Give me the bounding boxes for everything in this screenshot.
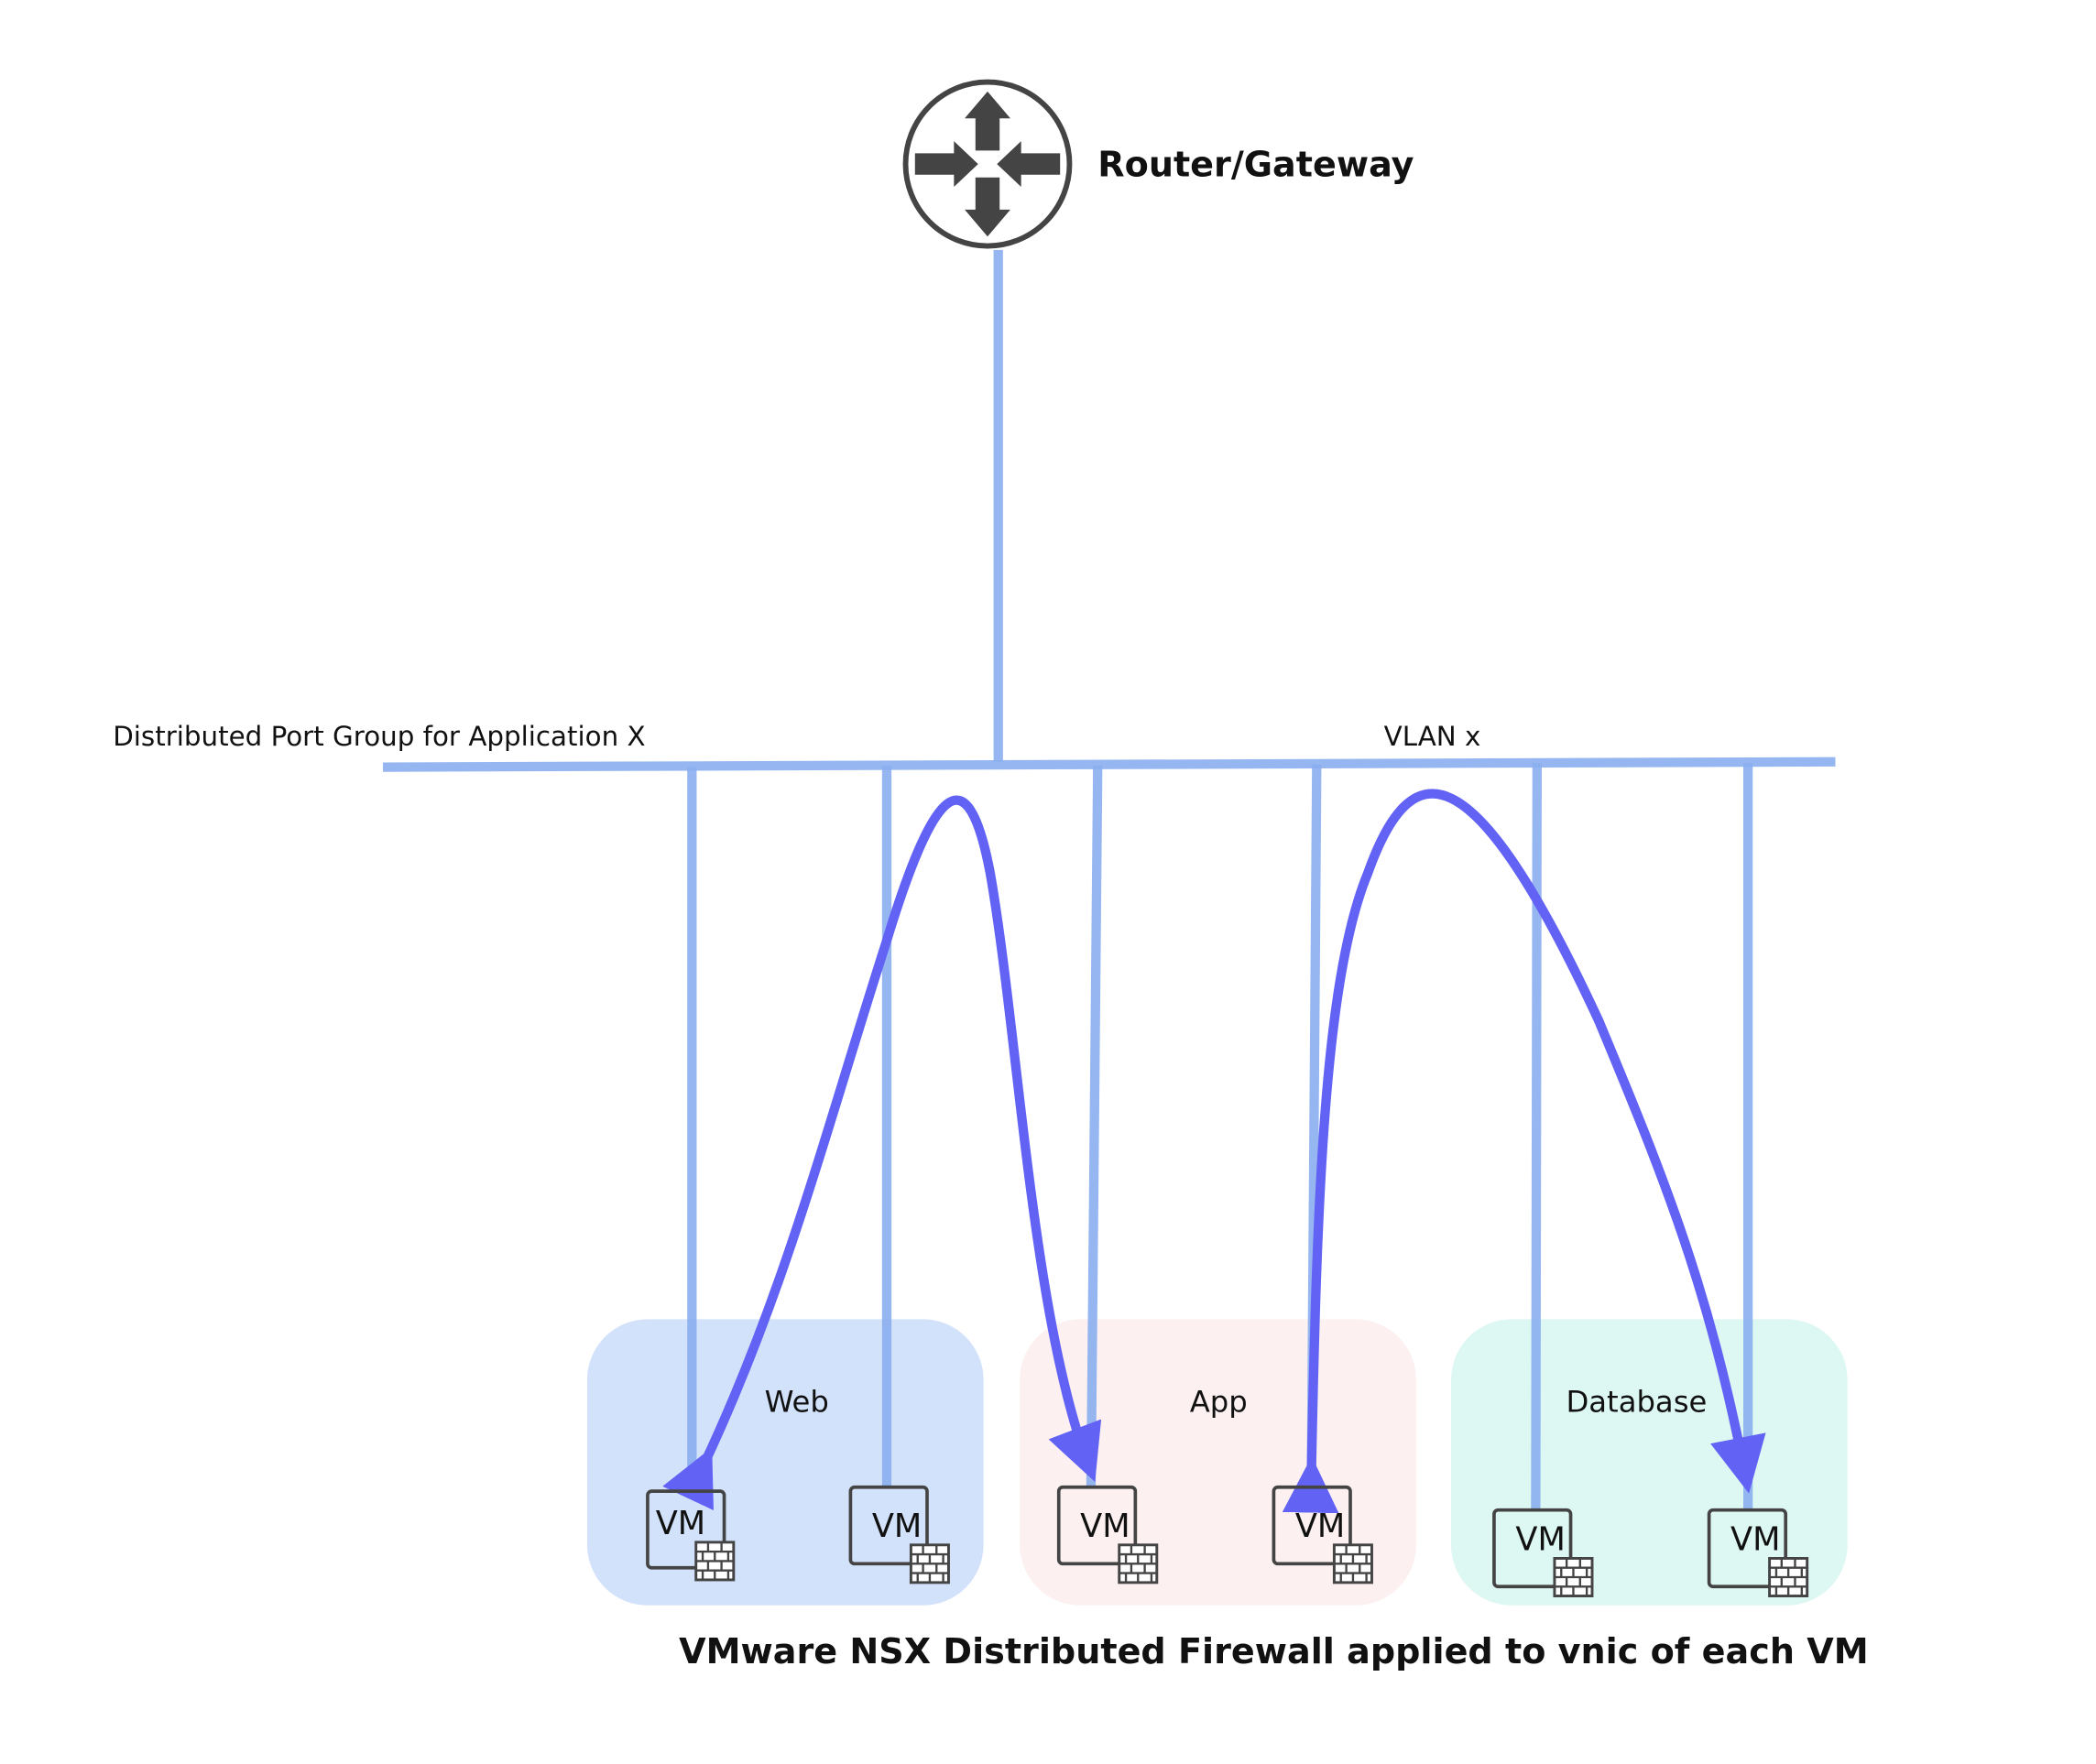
vm-link bbox=[1531, 763, 1542, 1510]
vm-link bbox=[1086, 766, 1103, 1487]
vm-label: VM bbox=[1295, 1508, 1345, 1545]
firewall-icon bbox=[694, 1541, 736, 1582]
group-label-database: Database bbox=[1566, 1385, 1707, 1420]
router-label: Router/Gateway bbox=[1097, 144, 1414, 184]
port-group-label: Distributed Port Group for Application X bbox=[113, 721, 645, 752]
firewall-icon bbox=[1118, 1543, 1159, 1584]
vm-web-2[interactable]: VM bbox=[848, 1485, 950, 1584]
firewall-icon bbox=[1768, 1557, 1809, 1597]
vm-label: VM bbox=[1730, 1521, 1780, 1559]
vm-db-2[interactable]: VM bbox=[1707, 1508, 1809, 1597]
firewall-icon bbox=[1553, 1557, 1594, 1597]
vm-label: VM bbox=[872, 1508, 922, 1545]
vm-web-1[interactable]: VM bbox=[646, 1489, 736, 1582]
group-label-app: App bbox=[1190, 1385, 1248, 1420]
group-label-web: Web bbox=[765, 1385, 829, 1420]
vm-app-1[interactable]: VM bbox=[1056, 1485, 1159, 1584]
vm-label: VM bbox=[1515, 1521, 1565, 1559]
router-icon bbox=[902, 79, 1073, 249]
vm-app-2[interactable]: VM bbox=[1272, 1485, 1373, 1584]
vm-db-1[interactable]: VM bbox=[1492, 1508, 1594, 1597]
vm-label: VM bbox=[1080, 1508, 1130, 1545]
diagram-caption: VMware NSX Distributed Firewall applied … bbox=[679, 1631, 1869, 1671]
firewall-icon bbox=[1332, 1543, 1373, 1584]
vlan-label: VLAN x bbox=[1384, 721, 1481, 752]
traffic-flow-app-db bbox=[1282, 789, 1766, 1514]
traffic-flow-web-app bbox=[662, 795, 1102, 1511]
port-group-bus bbox=[382, 757, 1836, 772]
firewall-icon bbox=[909, 1543, 950, 1584]
vm-label: VM bbox=[656, 1505, 705, 1542]
